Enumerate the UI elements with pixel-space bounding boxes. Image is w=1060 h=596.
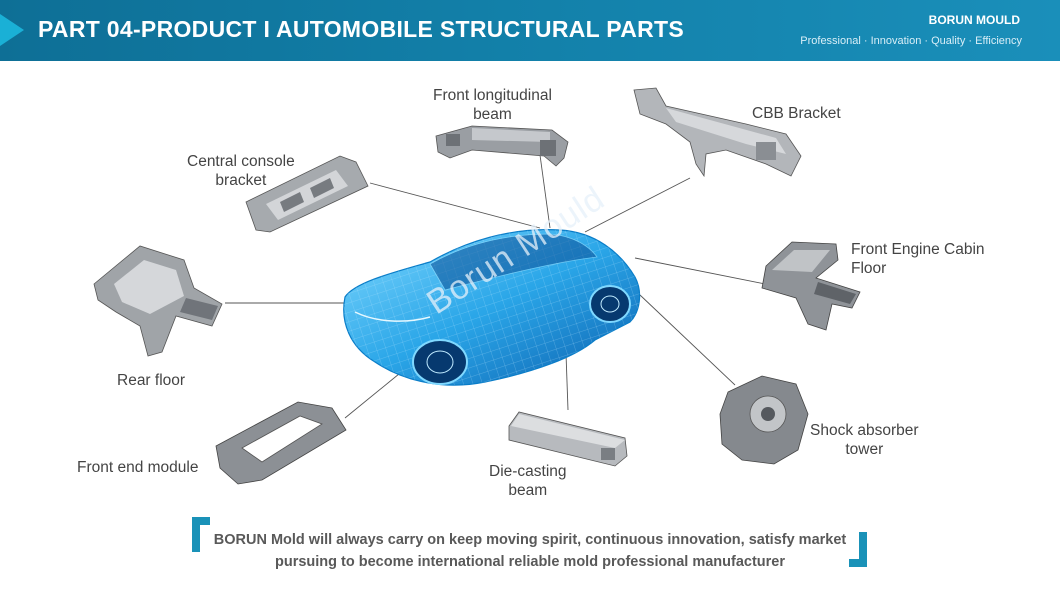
footer-slogan: BORUN Mold will always carry on keep mov… xyxy=(200,529,860,573)
car-windshield xyxy=(429,233,598,291)
central-console-bracket-image xyxy=(245,155,369,233)
label-line: Shock absorber xyxy=(810,422,919,439)
label-shock-absorber-tower: Shock absorber tower xyxy=(810,421,919,459)
car-wheel-front xyxy=(412,339,468,385)
brand-name: BORUN MOULD xyxy=(928,13,1020,27)
cbb-bracket-image xyxy=(633,87,802,178)
line-central-console xyxy=(369,182,541,229)
quote-bracket-left xyxy=(192,517,210,552)
car-wireframe xyxy=(343,229,641,386)
label-die-casting-beam: Die-casting beam xyxy=(489,462,567,500)
rear-floor-image xyxy=(93,245,223,357)
die-casting-beam-image xyxy=(508,411,628,467)
label-line: bracket xyxy=(215,172,267,189)
label-line: Rear floor xyxy=(117,372,186,389)
front-engine-cabin-floor-image xyxy=(761,241,861,331)
page-title: PART 04-PRODUCT I AUTOMOBILE STRUCTURAL … xyxy=(38,16,685,42)
label-line: CBB Bracket xyxy=(752,105,841,122)
footer-line: pursuing to become international reliabl… xyxy=(274,554,785,570)
label-front-end-module: Front end module xyxy=(77,458,199,477)
label-line: Central console xyxy=(187,153,295,170)
brand-slogan: Professional · Innovation · Quality · Ef… xyxy=(800,35,1022,47)
footer-line: BORUN Mold will always carry on keep mov… xyxy=(213,532,847,548)
label-rear-floor: Rear floor xyxy=(117,371,185,390)
car-wheel-rear xyxy=(589,285,631,323)
label-front-longitudinal-beam: Front longitudinal beam xyxy=(433,86,552,124)
header-bar: PART 04-PRODUCT I AUTOMOBILE STRUCTURAL … xyxy=(0,0,1060,61)
header-arrow-icon xyxy=(0,14,24,46)
label-line: Die-casting xyxy=(489,463,567,480)
front-end-module-image xyxy=(215,401,347,485)
label-line: Front longitudinal xyxy=(433,87,552,104)
label-line: Front end module xyxy=(77,459,199,476)
shock-absorber-tower-image xyxy=(719,375,809,465)
label-line: tower xyxy=(845,441,884,458)
label-line: beam xyxy=(473,106,512,123)
line-cbb xyxy=(584,177,691,233)
quote-bracket-right xyxy=(849,532,867,567)
line-front-longitudinal xyxy=(539,154,551,229)
front-longitudinal-beam-image xyxy=(435,125,569,167)
label-cbb-bracket: CBB Bracket xyxy=(752,104,841,123)
line-front-engine xyxy=(634,257,771,286)
line-shock-absorber xyxy=(639,294,736,386)
label-central-console-bracket: Central console bracket xyxy=(187,152,295,190)
label-line: beam xyxy=(508,482,548,499)
label-line: Front Engine Cabin xyxy=(851,241,985,258)
label-front-engine-cabin-floor: Front Engine Cabin Floor xyxy=(851,240,985,278)
label-line: Floor xyxy=(851,260,887,277)
